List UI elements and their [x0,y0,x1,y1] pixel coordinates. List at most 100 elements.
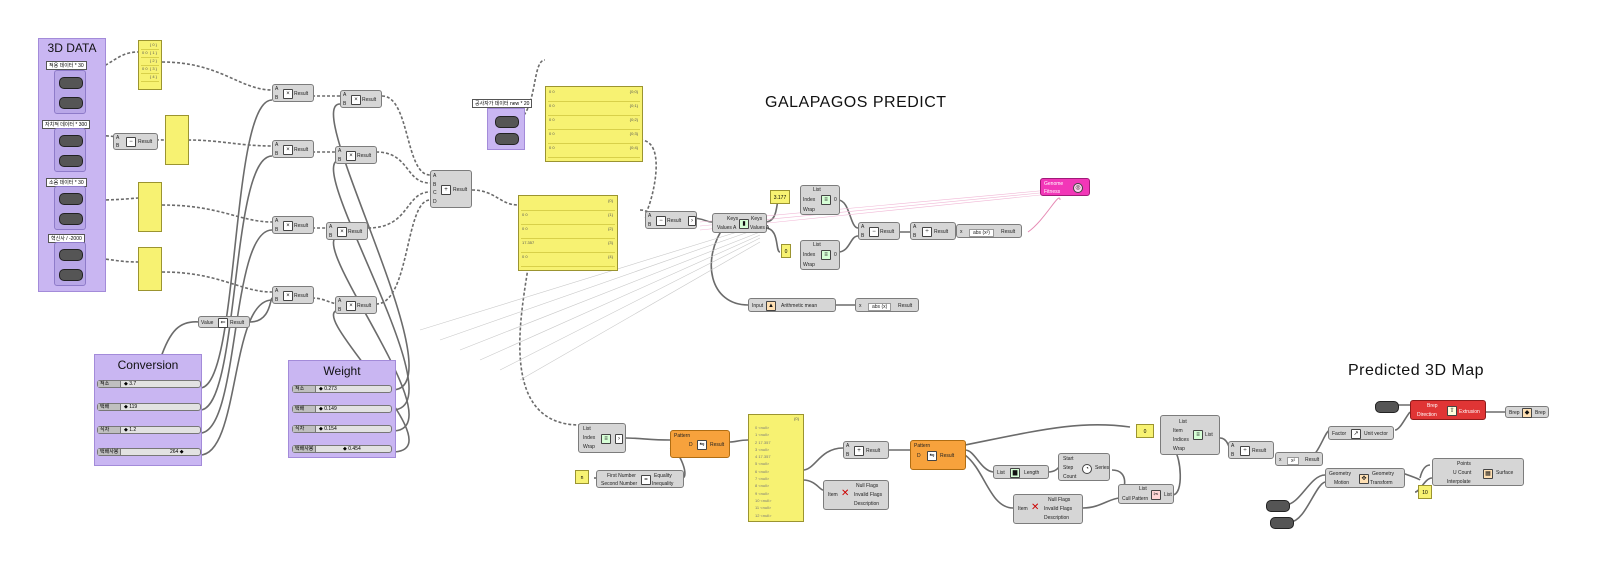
expression-node-abs-sq[interactable]: x abs (x²) Result [956,224,1022,238]
list-item-icon: ≡ [1193,430,1203,440]
data-relay-3b[interactable] [59,213,83,225]
vector-icon: ↗ [1351,429,1361,439]
data-relay-1b[interactable] [59,97,83,109]
panel-data-4[interactable] [138,247,162,291]
panel-data-2[interactable] [165,115,189,165]
minus-icon: − [656,216,666,226]
data-relay-4a[interactable] [59,249,83,261]
unit-vector-node[interactable]: Factor ↗ Unit vector [1328,426,1394,440]
data-relay-4b[interactable] [59,269,83,281]
panel-value-0[interactable]: 0 [781,244,791,258]
subtraction-node-data[interactable]: A B − Result [113,133,158,150]
relay-capsule-b[interactable] [1266,500,1290,512]
panel-data-3[interactable] [138,182,162,232]
panel-value-317[interactable]: 3.177 [770,190,790,204]
equality-node[interactable]: First Number Second Number = Equality In… [596,470,684,488]
conversion-slider-3[interactable]: 식자◆ 1.2 [97,426,201,434]
brep-param-node[interactable]: Brep ◆ Brep [1505,406,1549,418]
conversion-slider-2[interactable]: 택배◆ 119 [97,403,201,411]
weight-slider-3[interactable]: 식자◆ 0.154 [292,425,392,433]
series-icon: ◔ [1082,464,1092,474]
move-icon: ✥ [1359,474,1369,484]
weight-slider-1[interactable]: 적소◆ 0.273 [292,385,392,393]
data-relay-1a[interactable] [59,77,83,89]
multiply-icon: × [346,151,356,161]
panel-value-zero-b[interactable]: 0 [1136,424,1154,438]
panel-top-big[interactable]: 0 0{0;0} 0 0{0;1} 0 0{0;2} 0 0{0;3} 0 0{… [545,86,643,162]
dispatch-icon: ⇋ [697,440,707,450]
relay-capsule-c[interactable] [1270,517,1294,529]
value-node[interactable]: Value ⇐ Result [198,316,250,328]
galapagos-icon: ◎ [1073,183,1083,193]
move-node[interactable]: Geometry Motion ✥ Geometry Transform [1325,468,1405,488]
null-item-node-1[interactable]: Null Flags Item ✕ Invalid Flags Descript… [823,480,889,510]
list-length-node[interactable]: List ▆ Length [993,465,1049,479]
data-capsule-3[interactable] [54,186,86,230]
list-item-node-3[interactable]: List Index Wrap ≡ › [578,423,626,453]
equality-icon: = [641,475,651,485]
multiply-icon: × [351,95,361,105]
data-relay-2a[interactable] [59,135,83,147]
data-relay-3a[interactable] [59,193,83,205]
data-capsule-1[interactable] [54,70,86,114]
null-x-icon: ✕ [841,488,850,499]
null-item-node-2[interactable]: Null Flags Item ✕ Invalid Flags Descript… [1013,494,1083,524]
value-icon: ⇐ [218,318,228,328]
surface-from-points-node[interactable]: Points U Count Interpolate ▦ Surface [1432,458,1524,486]
list-item-node-1[interactable]: List Index Wrap ≡ 0 [800,185,840,215]
weight-slider-4[interactable]: 택배사봉◆ 0.454 [292,445,392,453]
division-icon: ÷ [1240,446,1250,456]
panel-mid-big[interactable]: {0} 0 0{1} 0 0{2} 17.357{3} 0 0{4} [518,195,618,271]
weight-slider-2[interactable]: 택배◆ 0.149 [292,405,392,413]
input-relay-b[interactable] [495,133,519,145]
group-conversion-title: Conversion [117,358,179,372]
arithmetic-mean-node[interactable]: Input ▲ Arithmetic mean [748,298,836,312]
dispatch-icon: ⇋ [927,451,937,461]
extrude-node[interactable]: Brep Direction ⇧ Extrusion [1410,400,1486,420]
input-relay-a[interactable] [495,116,519,128]
panel-value-10[interactable]: 10 [1418,485,1432,499]
list-output-icon: › [615,434,623,444]
list-item-node-2[interactable]: List Index Wrap ≡ 0 [800,240,840,270]
multiply-icon: × [283,221,293,231]
series-node[interactable]: Start Step Count ◔ Series [1058,453,1110,481]
plus-icon: + [854,446,864,456]
list-values: 0 <null>1 <null>2 17.357 3 <null>4 17.35… [755,425,772,518]
graft-icon: › [688,216,696,226]
relay-capsule-a[interactable] [1375,401,1399,413]
dispatch-pattern-node-2[interactable]: Pattern D ⇋ Result [910,440,966,470]
surface-icon: ▦ [1483,469,1493,479]
list-item-node-4[interactable]: List Item Indices Wrap ≡ List [1160,415,1220,455]
null-x-icon: ✕ [1031,502,1040,513]
sort-icon: ▮ [739,219,749,229]
expression-node-abs[interactable]: x abs (x) Result [855,298,919,312]
panel-value-n[interactable]: n [575,470,589,484]
expression-node-x-sq[interactable]: x x² Result [1275,452,1323,466]
conversion-slider-1[interactable]: 적소◆ 3.7 [97,380,201,388]
addition-node[interactable]: A B C D + Result [430,170,472,208]
panel-list-values[interactable]: {0} 0 <null>1 <null>2 17.357 3 <null>4 1… [748,414,804,522]
data-capsule-4[interactable] [54,242,86,286]
galapagos-node[interactable]: Genome Fitness ◎ [1040,178,1090,196]
data-relay-2b[interactable] [59,155,83,167]
dispatch-pattern-node-1[interactable]: Pattern D ⇋ Result [670,430,730,458]
panel-data-1[interactable]: { 0 } 0 0{ 1 } { 2 } 0 0{ 3 } { 4 } [138,40,162,90]
cull-pattern-node[interactable]: List Cull Pattern ✂ List [1118,484,1174,504]
data-capsule-2[interactable] [54,128,86,172]
